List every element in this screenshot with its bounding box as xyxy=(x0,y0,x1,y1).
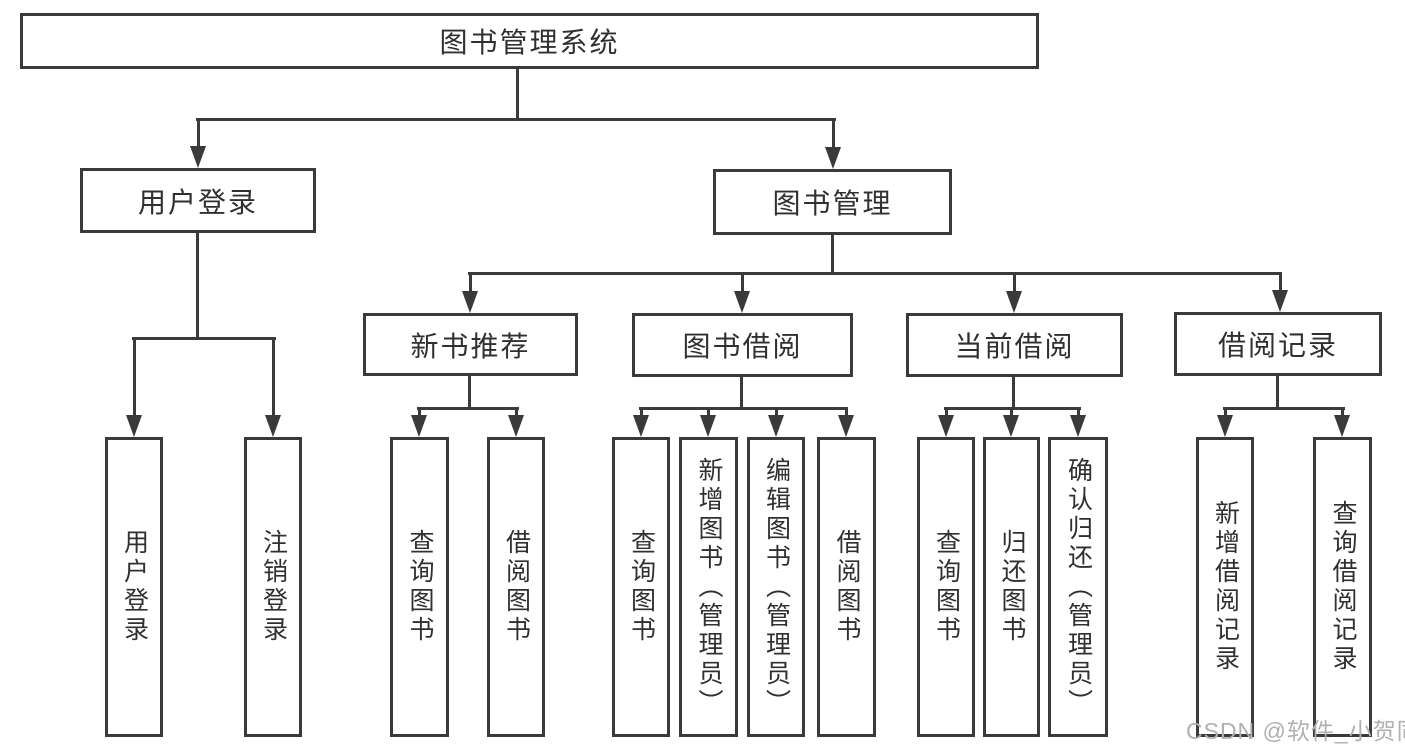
connector-line xyxy=(1012,377,1015,410)
connector-arrow-stem xyxy=(1012,272,1016,295)
connector-arrowhead-icon xyxy=(1006,291,1022,313)
connector-line xyxy=(196,118,836,121)
connector-arrowhead-icon xyxy=(700,415,716,437)
node-borrowing-records: 借阅记录 xyxy=(1174,312,1382,376)
node-label: 查询借阅记录 xyxy=(1329,500,1357,674)
node-label: 查询图书 xyxy=(406,529,434,645)
connector-arrow-stem xyxy=(1340,407,1344,419)
node-new-book-recommend: 新书推荐 xyxy=(363,313,578,376)
node-label: 图书管理系统 xyxy=(439,27,620,58)
connector-arrowhead-icon xyxy=(1334,415,1350,437)
node-label: 新增借阅记录 xyxy=(1211,500,1240,674)
node-label: 图书管理 xyxy=(772,188,893,219)
node-label: 查询图书 xyxy=(932,529,961,645)
connector-arrow-stem xyxy=(468,272,472,295)
node-label: 借阅图书 xyxy=(833,529,861,645)
connector-arrowhead-icon xyxy=(508,415,524,437)
connector-arrowhead-icon xyxy=(938,415,954,437)
connector-arrowhead-icon xyxy=(1003,415,1019,437)
node-leaf-query-books-2: 查询图书 xyxy=(612,437,670,737)
node-label: 用户登录 xyxy=(120,529,149,645)
connector-arrow-stem xyxy=(1223,407,1227,419)
connector-line xyxy=(468,272,1282,275)
node-leaf-query-books-1: 查询图书 xyxy=(390,437,449,737)
node-leaf-user-login: 用户登录 xyxy=(105,437,163,737)
connector-arrow-stem xyxy=(844,407,848,419)
connector-line xyxy=(740,377,743,410)
connector-arrowhead-icon xyxy=(768,415,784,437)
node-current-borrowing: 当前借阅 xyxy=(906,313,1123,377)
node-book-management: 图书管理 xyxy=(713,169,952,235)
connector-arrowhead-icon xyxy=(825,147,841,169)
connector-arrowhead-icon xyxy=(1217,415,1233,437)
connector-line xyxy=(417,407,519,410)
node-label: 查询图书 xyxy=(627,529,656,645)
connector-line xyxy=(132,337,276,340)
connector-line xyxy=(831,235,834,275)
connector-line xyxy=(1276,376,1279,410)
node-label: 确认归还（管理员） xyxy=(1064,456,1093,718)
node-label: 图书借阅 xyxy=(682,331,803,362)
node-user-login: 用户登录 xyxy=(80,168,316,233)
connector-line xyxy=(516,69,519,120)
connector-arrowhead-icon xyxy=(462,291,478,313)
node-leaf-query-borrow-record: 查询借阅记录 xyxy=(1313,437,1372,737)
node-label: 注销登录 xyxy=(259,529,288,645)
watermark: CSDN @软件_小贺同学 xyxy=(1186,718,1405,744)
connector-arrow-stem xyxy=(514,407,518,419)
connector-arrow-stem xyxy=(639,407,643,419)
node-leaf-add-books: 新增图书（管理员） xyxy=(679,437,738,737)
node-root: 图书管理系统 xyxy=(20,13,1039,69)
connector-line xyxy=(1223,407,1345,410)
node-label: 新书推荐 xyxy=(410,330,531,362)
connector-arrow-stem xyxy=(944,407,948,419)
connector-arrowhead-icon xyxy=(1272,290,1288,312)
connector-line xyxy=(468,376,471,410)
connector-arrow-stem xyxy=(740,272,744,295)
connector-arrowhead-icon xyxy=(126,415,142,437)
node-label: 编辑图书（管理员） xyxy=(762,456,791,718)
node-leaf-query-books-3: 查询图书 xyxy=(917,437,975,737)
node-label: 用户登录 xyxy=(137,186,258,218)
connector-arrow-stem xyxy=(132,337,136,419)
node-label: 当前借阅 xyxy=(954,331,1075,362)
connector-arrowhead-icon xyxy=(1070,415,1086,437)
connector-arrowhead-icon xyxy=(734,291,750,313)
connector-arrow-stem xyxy=(1278,272,1282,294)
node-leaf-borrow-books-1: 借阅图书 xyxy=(487,437,545,737)
connector-arrow-stem xyxy=(271,337,275,419)
node-leaf-confirm-return: 确认归还（管理员） xyxy=(1048,437,1108,737)
node-label: 新增图书（管理员） xyxy=(695,456,723,718)
connector-arrowhead-icon xyxy=(265,415,281,437)
connector-arrowhead-icon xyxy=(633,415,649,437)
connector-arrow-stem xyxy=(1076,407,1080,419)
connector-arrow-stem xyxy=(1009,407,1013,419)
connector-arrow-stem xyxy=(831,118,835,151)
node-label: 借阅记录 xyxy=(1217,330,1338,361)
connector-line xyxy=(639,407,848,410)
node-book-borrowing: 图书借阅 xyxy=(632,313,853,377)
connector-arrowhead-icon xyxy=(838,415,854,437)
connector-line xyxy=(196,233,199,340)
connector-line xyxy=(944,407,1081,410)
node-leaf-borrow-books-2: 借阅图书 xyxy=(817,437,876,737)
connector-arrow-stem xyxy=(706,407,710,419)
node-label: 借阅图书 xyxy=(502,529,531,645)
connector-arrow-stem xyxy=(196,118,200,150)
node-label: 归还图书 xyxy=(998,529,1026,645)
node-leaf-edit-books: 编辑图书（管理员） xyxy=(747,437,805,737)
connector-arrowhead-icon xyxy=(411,415,427,437)
node-leaf-return-books: 归还图书 xyxy=(983,437,1040,737)
connector-arrowhead-icon xyxy=(190,146,206,168)
node-leaf-logout: 注销登录 xyxy=(244,437,302,737)
connector-arrow-stem xyxy=(774,407,778,419)
node-leaf-add-borrow-record: 新增借阅记录 xyxy=(1196,437,1254,737)
connector-arrow-stem xyxy=(417,407,421,419)
